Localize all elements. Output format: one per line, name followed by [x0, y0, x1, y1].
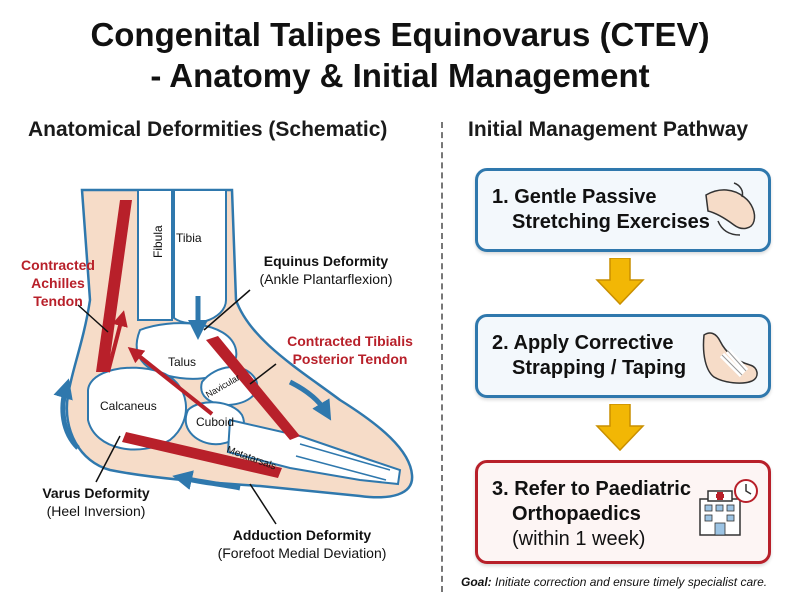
step-2-line-2: Strapping / Taping [512, 357, 687, 379]
tibia-bone [173, 189, 227, 325]
hospital-clock-icon [699, 479, 758, 536]
tibialis-leader [249, 363, 277, 385]
varus-title: Varus Deformity [42, 485, 150, 501]
varus-leader [95, 435, 121, 483]
goal-label: Goal: [461, 575, 492, 589]
step-1-line-1: 1. Gentle Passive [492, 186, 657, 208]
fibula-bone [137, 189, 173, 321]
plantar-tendon [122, 432, 282, 478]
calcaneus-bone [87, 366, 187, 451]
pathway-heading: Initial Management Pathway [468, 118, 749, 141]
cuboid-label: Cuboid [196, 415, 234, 429]
metatarsal-bones [226, 418, 402, 486]
step-1-line-2: Stretching Exercises [512, 211, 710, 233]
achilles-pull-arrow [106, 310, 128, 373]
step-1-box: 1. Gentle Passive Stretching Exercises [475, 168, 771, 252]
taped-foot-icon [702, 332, 758, 384]
page-title: Congenital Talipes Equinovarus (CTEV) - … [0, 14, 800, 96]
tibialis-label-2: Posterior Tendon [293, 351, 408, 367]
tibialis-label-1: Contracted Tibialis [287, 333, 413, 349]
step-3-line-1: 3. Refer to Paediatric [492, 478, 691, 500]
adduction-leader [249, 483, 277, 525]
step-2-line-1: 2. Apply Corrective [492, 332, 674, 354]
calcaneus-label: Calcaneus [100, 399, 157, 413]
step-1-text: 1. Gentle Passive Stretching Exercises [492, 185, 710, 235]
step-2-box: 2. Apply Corrective Strapping / Taping [475, 314, 771, 398]
tibialis-posterior-tendon [206, 336, 300, 440]
anatomy-heading: Anatomical Deformities (Schematic) [28, 118, 388, 141]
equinus-leader [203, 289, 251, 331]
step-2-text: 2. Apply Corrective Strapping / Taping [492, 331, 686, 381]
down-arrow-2-icon [595, 404, 645, 452]
achilles-label-1: Contracted [21, 257, 95, 273]
section-divider [441, 122, 443, 592]
down-arrow-1-icon [595, 258, 645, 306]
adduction-subtitle: (Forefoot Medial Deviation) [218, 545, 387, 561]
toe-bones [295, 443, 391, 481]
foot-stretch-icon [705, 182, 756, 236]
achilles-label-3: Tendon [33, 293, 83, 309]
equinus-title: Equinus Deformity [264, 253, 389, 269]
step-3-line-2: Orthopaedics [512, 503, 641, 525]
varus-rotation-arrow [53, 378, 80, 450]
tibia-label: Tibia [176, 231, 202, 245]
varus-subtitle: (Heel Inversion) [47, 503, 146, 519]
talus-label: Talus [168, 355, 196, 369]
forefoot-adduction-arrow [288, 379, 332, 421]
fibula-label: Fibula [151, 225, 165, 258]
adduction-arrow [172, 470, 241, 491]
equinus-subtitle: (Ankle Plantarflexion) [259, 271, 392, 287]
adduction-title: Adduction Deformity [233, 527, 372, 543]
achilles-label-2: Achilles [31, 275, 85, 291]
title-line-1: Congenital Talipes Equinovarus (CTEV) [90, 16, 710, 53]
achilles-leader [77, 304, 109, 333]
heel-pull-arrow [127, 347, 214, 416]
title-line-2: - Anatomy & Initial Management [150, 57, 650, 94]
goal-text: Initiate correction and ensure timely sp… [491, 575, 768, 589]
step-3-box: 3. Refer to Paediatric Orthopaedics (wit… [475, 460, 771, 564]
step-3-line-3: (within 1 week) [512, 528, 646, 550]
step-3-text: 3. Refer to Paediatric Orthopaedics (wit… [492, 477, 691, 552]
goal-statement: Goal: Initiate correction and ensure tim… [461, 575, 767, 589]
